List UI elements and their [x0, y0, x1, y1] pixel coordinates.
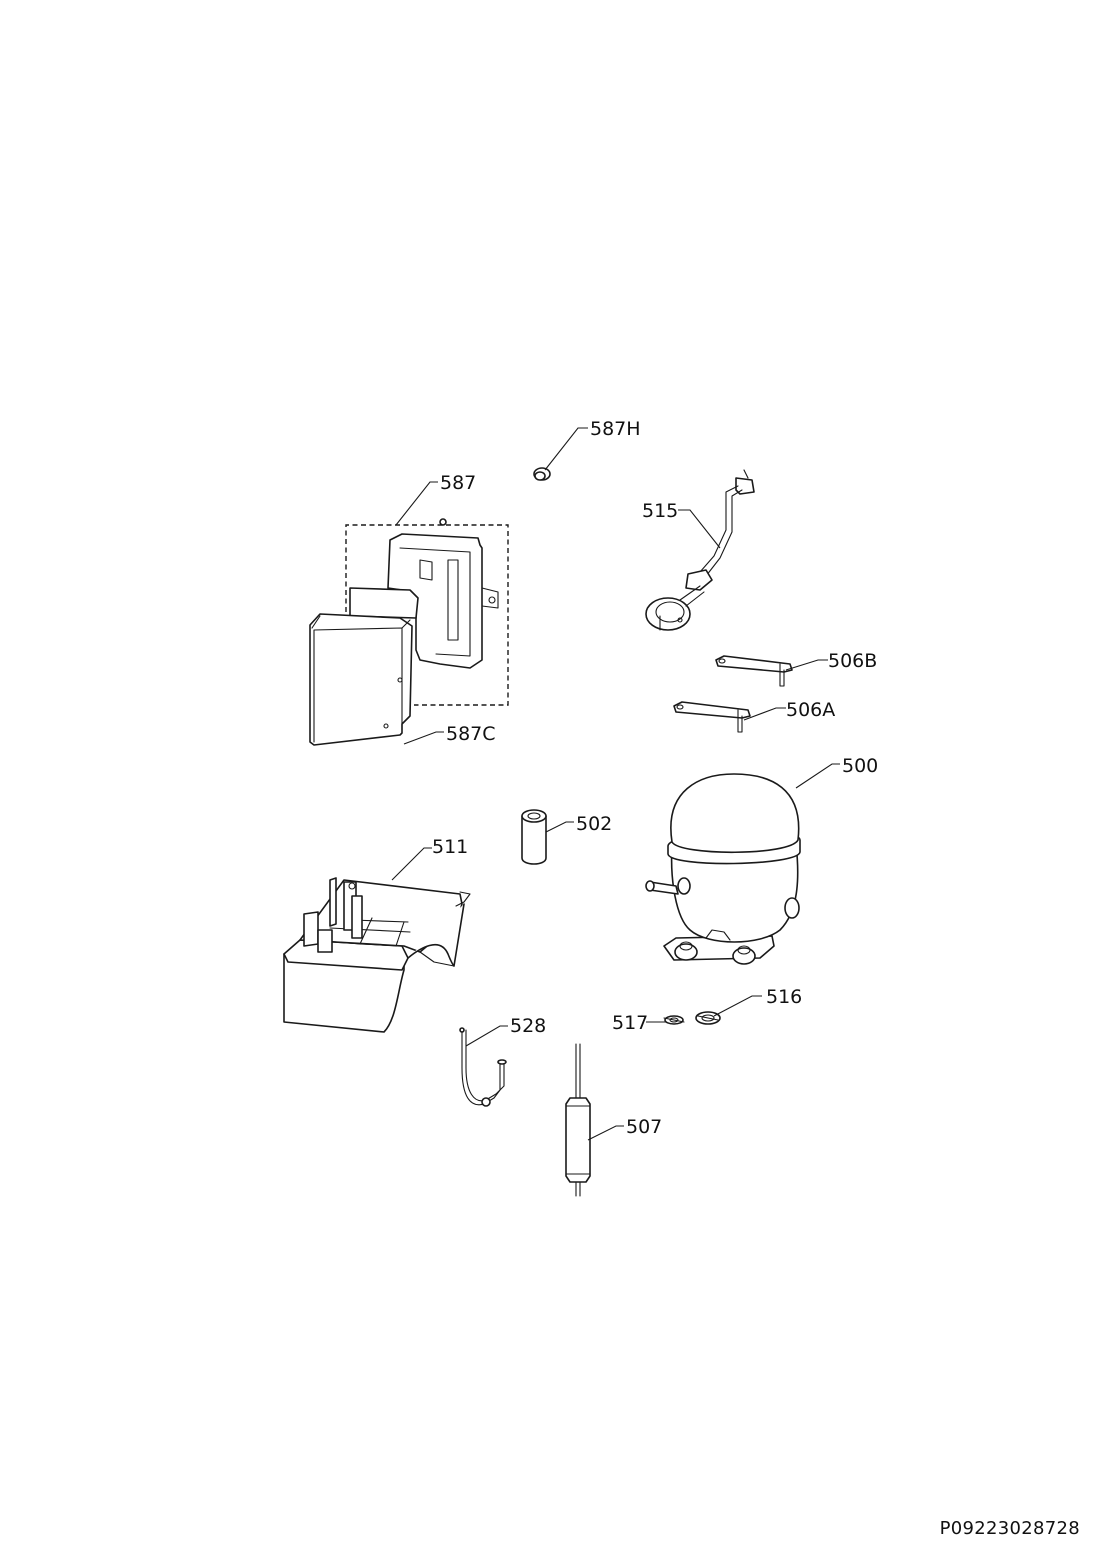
part-587H-knob	[533, 427, 588, 481]
label-502: 502	[576, 813, 612, 835]
label-500: 500	[842, 755, 878, 777]
label-515: 515	[642, 500, 678, 522]
part-511-tray	[283, 877, 471, 1033]
label-507: 507	[626, 1116, 662, 1138]
part-515-power-cord	[645, 469, 755, 631]
part-517-clip	[663, 1015, 685, 1025]
label-587C: 587C	[446, 723, 496, 745]
label-506B: 506B	[828, 650, 877, 672]
label-506A: 506A	[786, 699, 835, 721]
label-511: 511	[432, 836, 468, 858]
part-587C-cover	[309, 613, 413, 746]
part-502-cylinder	[521, 809, 547, 865]
label-587: 587	[440, 472, 476, 494]
part-516-grommet	[695, 1011, 721, 1025]
part-506B-bracket	[715, 655, 793, 687]
part-500-compressor	[645, 773, 801, 965]
label-528: 528	[510, 1015, 546, 1037]
part-507-filter-drier	[565, 1043, 591, 1197]
label-516: 516	[766, 986, 802, 1008]
part-506A-bracket	[673, 701, 751, 733]
document-number: P09223028728	[939, 1518, 1080, 1539]
label-587H: 587H	[590, 418, 641, 440]
label-517: 517	[612, 1012, 648, 1034]
part-528-tube	[459, 1027, 507, 1107]
